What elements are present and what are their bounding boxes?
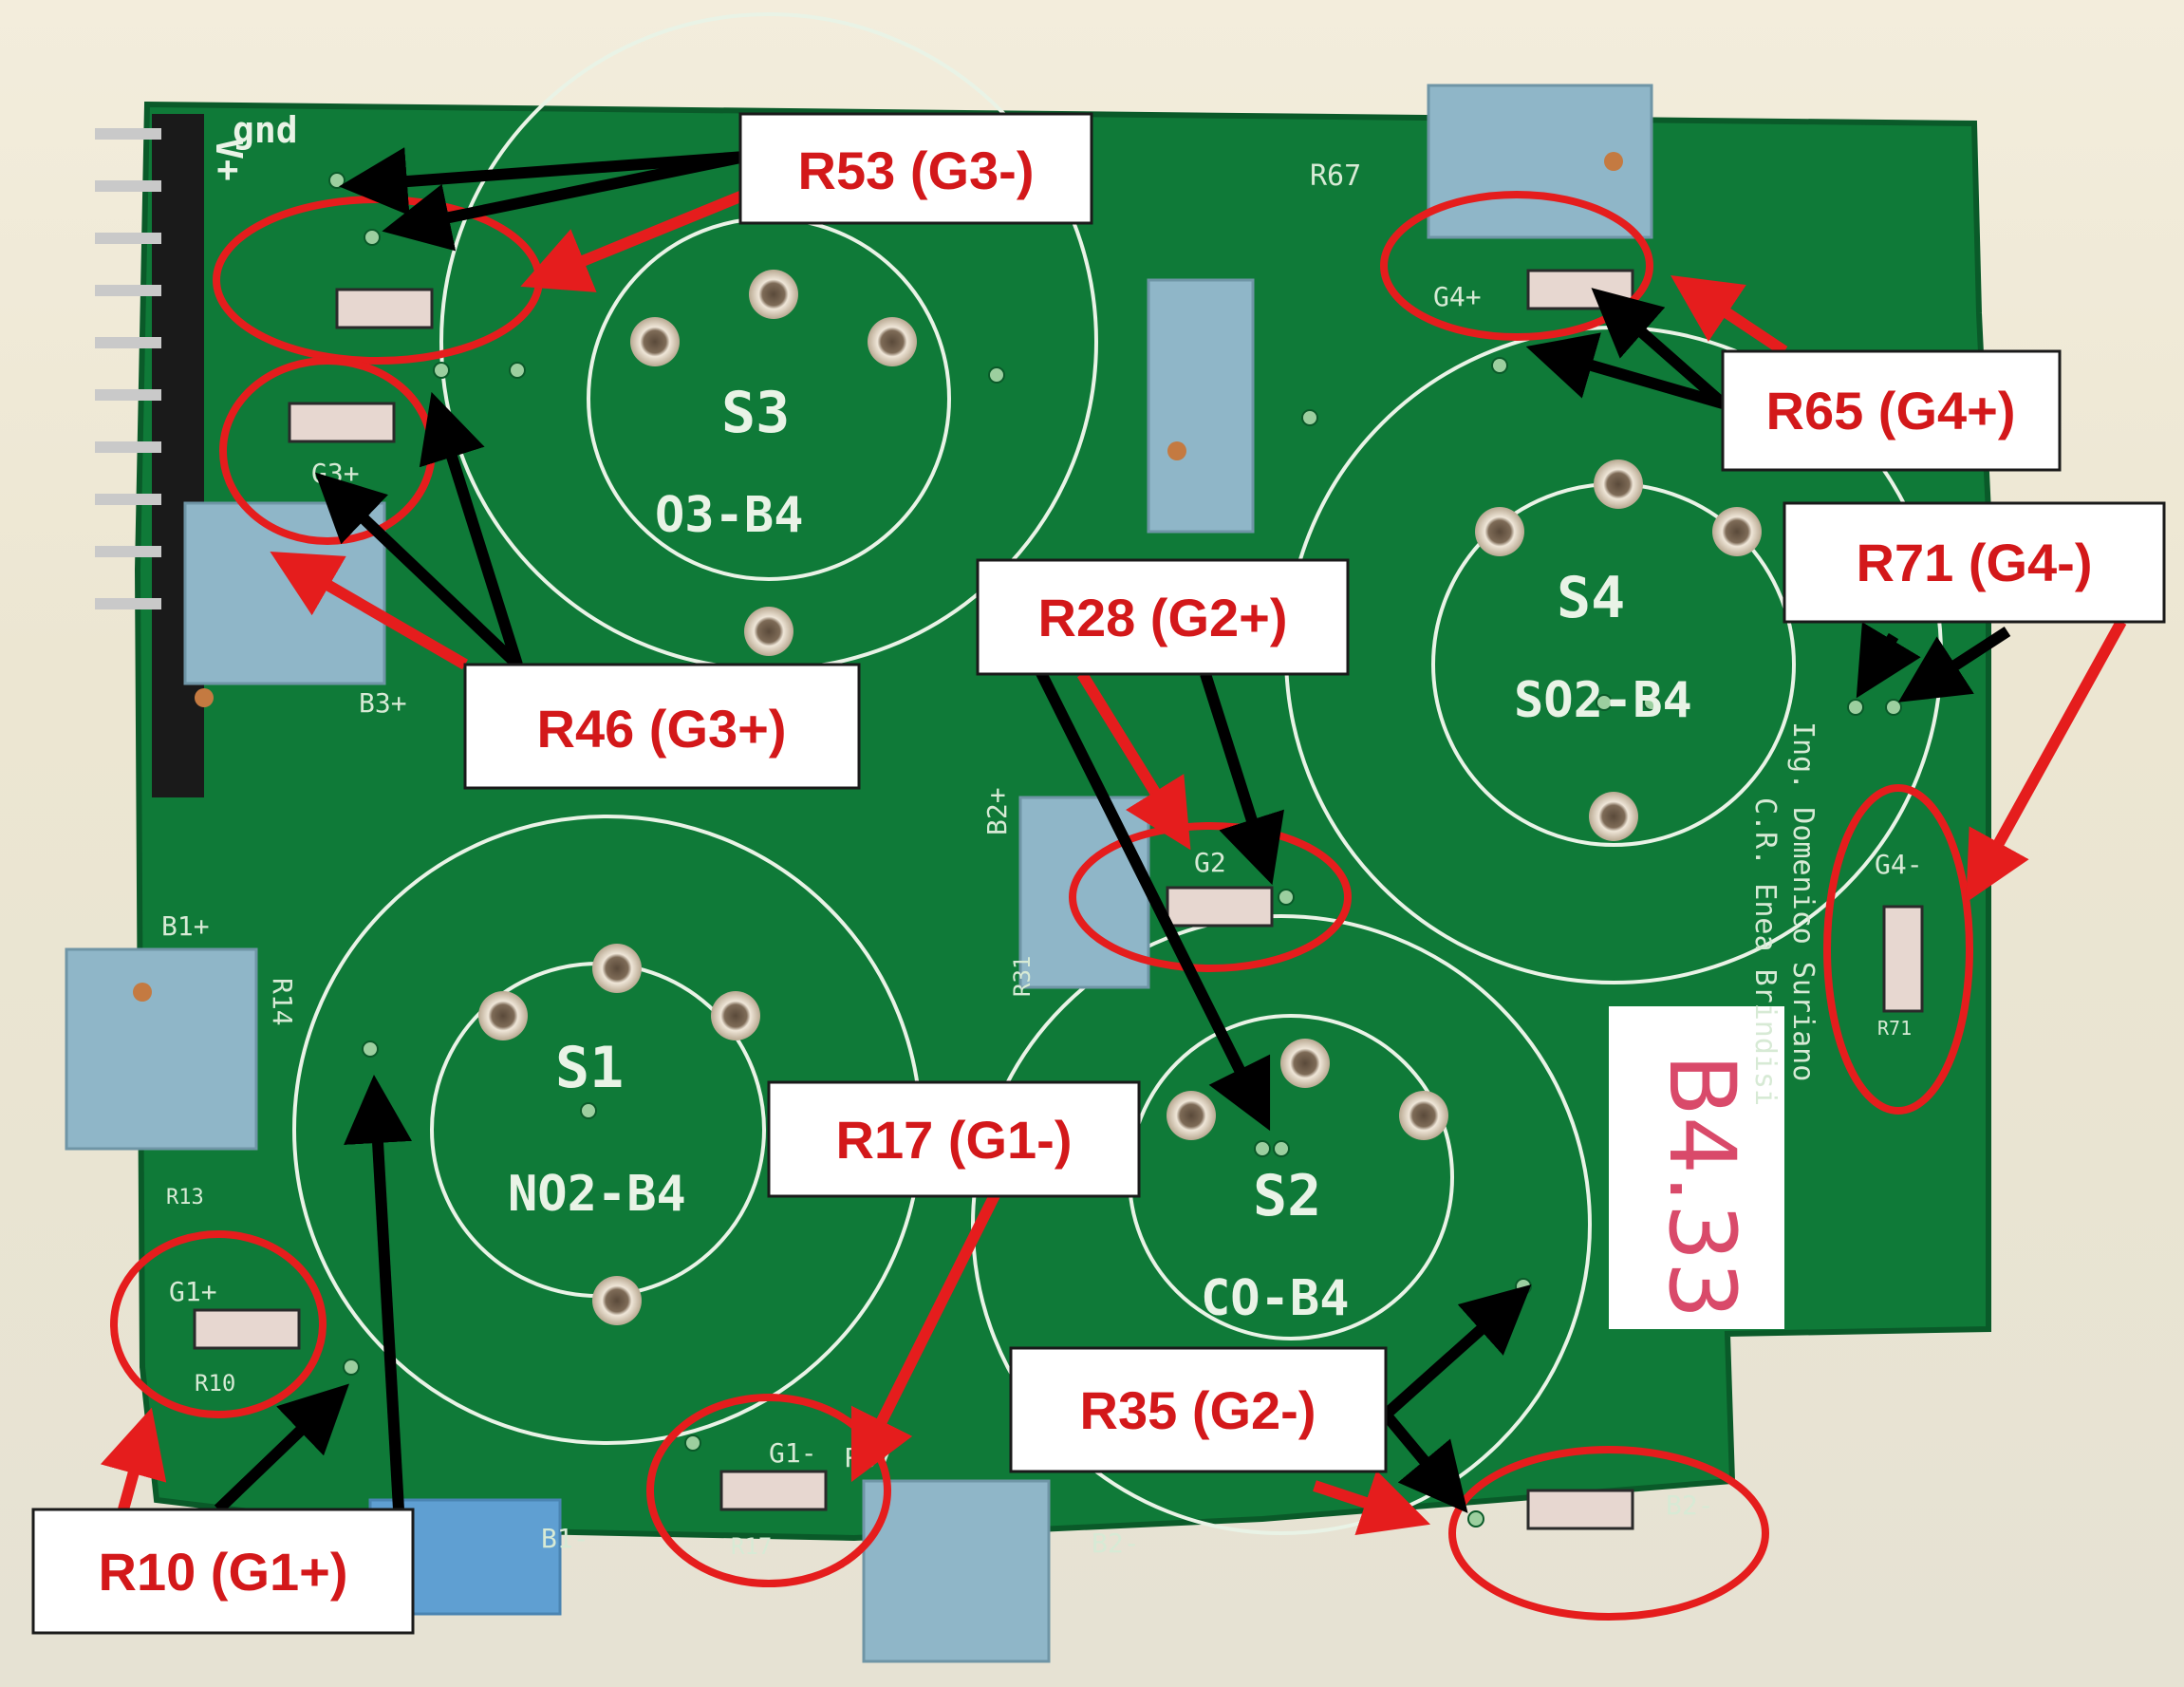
- highlight-r71: [1823, 784, 1973, 1115]
- socket-name-s1: S1: [555, 1035, 624, 1101]
- socket-gas-s4: SO2-B4: [1514, 672, 1692, 729]
- silk-r17: R17: [731, 1533, 772, 1560]
- silk-maker1: Ing. Domenico Suriano: [1786, 722, 1820, 1081]
- callout-r53: R53 (G3-): [738, 112, 1093, 225]
- callout-r10: R10 (G1+): [31, 1508, 415, 1635]
- callout-r71-box: [1783, 501, 2166, 624]
- silk-r71: R71: [1877, 1017, 1912, 1040]
- silk-g2: G2: [1194, 847, 1226, 878]
- silk-b2m-right: B2-: [1666, 1490, 1714, 1521]
- silk-b2p: B2+: [981, 787, 1013, 835]
- socket-pads: [478, 270, 1762, 1325]
- black-arrows: [214, 147, 2011, 1514]
- callout-r35-box: [1009, 1346, 1388, 1473]
- silk-b1p: B1+: [161, 910, 210, 942]
- callout-r71-label: R71 (G4-): [1857, 533, 2093, 592]
- callout-r17-label: R17 (G1-): [836, 1110, 1073, 1170]
- silk-r14: R14: [267, 978, 298, 1026]
- callout-r46-label: R46 (G3+): [537, 699, 787, 759]
- silk-g4p: G4+: [1433, 281, 1482, 312]
- callout-r17: R17 (G1-): [767, 1080, 1141, 1198]
- silk-b2m: B2-: [1092, 1528, 1140, 1559]
- silk-b1m: B1-: [541, 1523, 589, 1554]
- highlight-r28: [1069, 822, 1352, 972]
- callout-r35: R35 (G2-): [1009, 1346, 1388, 1473]
- silk-gnd: gnd: [233, 109, 298, 151]
- callout-r10-box: [31, 1508, 415, 1635]
- callout-r65-box: [1721, 349, 2062, 472]
- callout-r71: R71 (G4-): [1783, 501, 2166, 624]
- trimmers: [65, 84, 1653, 1663]
- silk-r67: R67: [1310, 159, 1361, 193]
- silk-r13: R13: [166, 1186, 204, 1209]
- callout-r28: R28 (G2+): [976, 558, 1350, 676]
- socket-gas-s3: O3-B4: [655, 487, 804, 544]
- callout-r17-box: [767, 1080, 1141, 1198]
- label-sticker: [1609, 1006, 1784, 1329]
- callout-r28-label: R28 (G2+): [1038, 588, 1288, 647]
- highlight-r65: [1380, 191, 1653, 341]
- red-arrows: [100, 189, 2127, 1536]
- callout-r35-label: R35 (G2-): [1080, 1380, 1316, 1440]
- callout-r46: R46 (G3+): [463, 663, 861, 790]
- silk-g1m: G1-: [769, 1437, 817, 1469]
- socket-gas-s1: NO2-B4: [508, 1166, 686, 1223]
- callout-r46-box: [463, 663, 861, 790]
- silk-g4m: G4-: [1875, 849, 1923, 880]
- socket-name-s4: S4: [1557, 565, 1625, 631]
- socket-name-s3: S3: [721, 380, 790, 446]
- silk-r10: R10: [195, 1370, 235, 1396]
- callout-r10-label: R10 (G1+): [99, 1542, 348, 1602]
- callout-r65-label: R65 (G4+): [1766, 381, 2016, 440]
- highlight-r10: [110, 1230, 327, 1418]
- silk-g1p: G1+: [169, 1276, 217, 1307]
- highlight-r35: [1448, 1446, 1769, 1621]
- silk-r31: R31: [1009, 956, 1036, 997]
- callout-r28-box: [976, 558, 1350, 676]
- callout-r65: R65 (G4+): [1721, 349, 2062, 472]
- socket-gas-s2: CO-B4: [1201, 1270, 1350, 1327]
- handwritten-label: B4.33: [1649, 1054, 1755, 1320]
- callout-r53-label: R53 (G3-): [798, 141, 1035, 200]
- highlight-r17: [646, 1394, 891, 1587]
- silk-b3p: B3+: [359, 687, 407, 719]
- callout-r53-box: [738, 112, 1093, 225]
- silk-maker2: C.R. Enea Brindisi: [1748, 797, 1782, 1106]
- socket-name-s2: S2: [1253, 1163, 1321, 1229]
- silk-vplus: V+: [208, 138, 250, 181]
